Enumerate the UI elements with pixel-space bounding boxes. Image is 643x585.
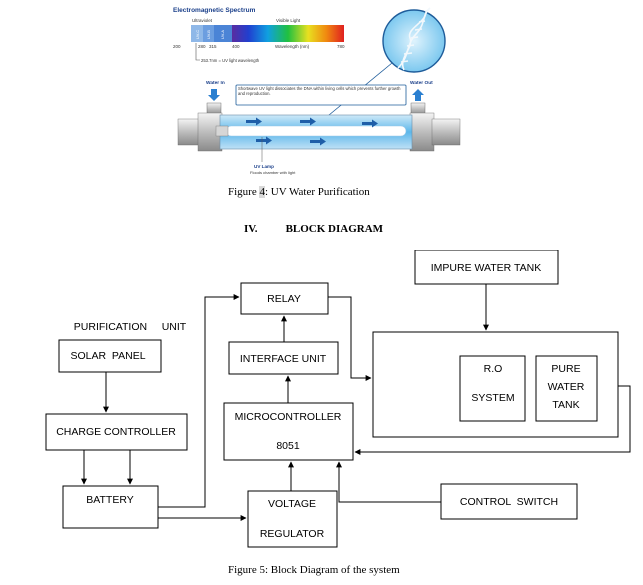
microcontroller-label-line1: MICROCONTROLLER bbox=[235, 411, 342, 423]
section-number: IV. bbox=[244, 223, 258, 235]
spectrum-title: Electromagnetic Spectrum bbox=[173, 7, 256, 14]
control-switch-label: CONTROL SWITCH bbox=[460, 496, 558, 508]
ro-label-line1: R.O bbox=[484, 363, 503, 375]
interface-unit-block bbox=[228, 341, 339, 375]
uv-lamp bbox=[225, 125, 407, 137]
flow-arrows bbox=[246, 117, 378, 146]
solar-panel-block bbox=[58, 339, 162, 373]
uv-b-band bbox=[203, 25, 214, 42]
arrow-relay-to-unit bbox=[328, 296, 372, 381]
dna-note-box bbox=[235, 84, 407, 106]
water-out-text: Water Out bbox=[410, 80, 433, 86]
arrow-switch-to-mcu bbox=[336, 461, 441, 503]
tick-780: 780 bbox=[337, 44, 345, 49]
lamp-base bbox=[215, 125, 229, 137]
battery-label: BATTERY bbox=[86, 494, 133, 506]
pure-water-tank-block bbox=[535, 355, 598, 422]
wavelength-label: Wavelength (nm) bbox=[275, 44, 310, 49]
uv-c-band bbox=[191, 25, 203, 42]
flow-arrow-icon bbox=[362, 119, 378, 128]
relay-label: RELAY bbox=[267, 293, 301, 305]
uv-wavelength-note: 253.7nm = UV light wavelength bbox=[201, 58, 260, 63]
pure-label-line2: WATER bbox=[548, 381, 585, 393]
solar-panel-label: SOLAR PANEL bbox=[70, 350, 145, 362]
arrow-battery-to-relay bbox=[158, 294, 240, 508]
block-diagram: IMPURE WATER TANK RELAY PURIFICATION UNI… bbox=[45, 250, 631, 548]
flow-arrow-icon bbox=[246, 117, 262, 126]
uv-purification-figure: Electromagnetic Spectrum Ultraviolet Vis… bbox=[173, 7, 461, 175]
pure-label-line1: PURE bbox=[551, 363, 580, 375]
band-uv-c: UV-C bbox=[196, 30, 200, 39]
microcontroller-block bbox=[223, 402, 354, 461]
uv-lamp-label: UV Lamp bbox=[254, 164, 274, 169]
tick-315: 315 bbox=[209, 44, 217, 49]
caption-figure-number: 4 bbox=[259, 186, 265, 198]
ro-label-line2: SYSTEM bbox=[471, 392, 514, 404]
interface-unit-label: INTERFACE UNIT bbox=[240, 353, 327, 365]
tick-200: 200 bbox=[173, 44, 181, 49]
flow-arrow-icon bbox=[300, 117, 316, 126]
battery-block bbox=[62, 485, 159, 529]
band-uv-a: UV-A bbox=[221, 30, 225, 39]
water-out-label: Water Out bbox=[410, 80, 433, 86]
uv-a-band bbox=[214, 25, 232, 42]
arrow-unit-to-mcu bbox=[354, 385, 631, 455]
visible-spectrum-band bbox=[232, 25, 344, 42]
section-heading: IV. BLOCK DIAGRAM bbox=[244, 223, 383, 235]
charge-controller-label: CHARGE CONTROLLER bbox=[56, 426, 176, 438]
water-in-arrow-icon bbox=[208, 89, 220, 101]
impure-water-tank-block bbox=[414, 250, 559, 285]
voltage-regulator-label-line1: VOLTAGE bbox=[268, 498, 316, 510]
ro-system-block bbox=[459, 355, 526, 422]
flow-arrow-icon bbox=[310, 137, 326, 146]
relay-block bbox=[240, 282, 329, 315]
tick-400: 400 bbox=[232, 44, 240, 49]
impure-water-tank-label: IMPURE WATER TANK bbox=[431, 262, 541, 274]
visible-light-label: Visible Light bbox=[276, 18, 301, 23]
dna-note-text: Shortwave UV light dissociates the DNA w… bbox=[238, 86, 401, 97]
uv-lamp-sublabel: Floods chamber with light bbox=[250, 170, 296, 175]
right-collar bbox=[409, 112, 435, 152]
charge-controller-block bbox=[45, 413, 188, 451]
water-in-text: Water In bbox=[206, 80, 225, 86]
voltage-regulator-block bbox=[247, 490, 338, 548]
dna-helix-icon bbox=[397, 7, 431, 71]
ultraviolet-label: Ultraviolet bbox=[192, 18, 213, 23]
flow-arrow-icon bbox=[256, 136, 272, 145]
figure-5-caption: Figure 5: Block Diagram of the system bbox=[228, 564, 400, 576]
dna-callout-circle bbox=[382, 9, 446, 73]
left-end-cap bbox=[177, 118, 201, 146]
uv-note-pointer bbox=[195, 43, 200, 61]
purification-unit-label: PURIFICATION UNIT bbox=[74, 321, 187, 333]
tick-280: 280 bbox=[198, 44, 206, 49]
voltage-regulator-label-line2: REGULATOR bbox=[260, 528, 325, 540]
water-in-label: Water In bbox=[206, 80, 225, 86]
right-end-cap bbox=[431, 118, 461, 146]
caption-prefix: Figure bbox=[228, 186, 260, 198]
section-title: BLOCK DIAGRAM bbox=[285, 223, 384, 235]
band-uv-b: UV-B bbox=[207, 30, 211, 39]
figure-4-caption: Figure 4: UV Water Purification bbox=[228, 186, 370, 198]
pure-label-line3: TANK bbox=[552, 399, 579, 411]
microcontroller-label-line2: 8051 bbox=[276, 440, 300, 452]
caption-text: : UV Water Purification bbox=[264, 186, 370, 198]
water-out-arrow-icon bbox=[412, 89, 424, 101]
